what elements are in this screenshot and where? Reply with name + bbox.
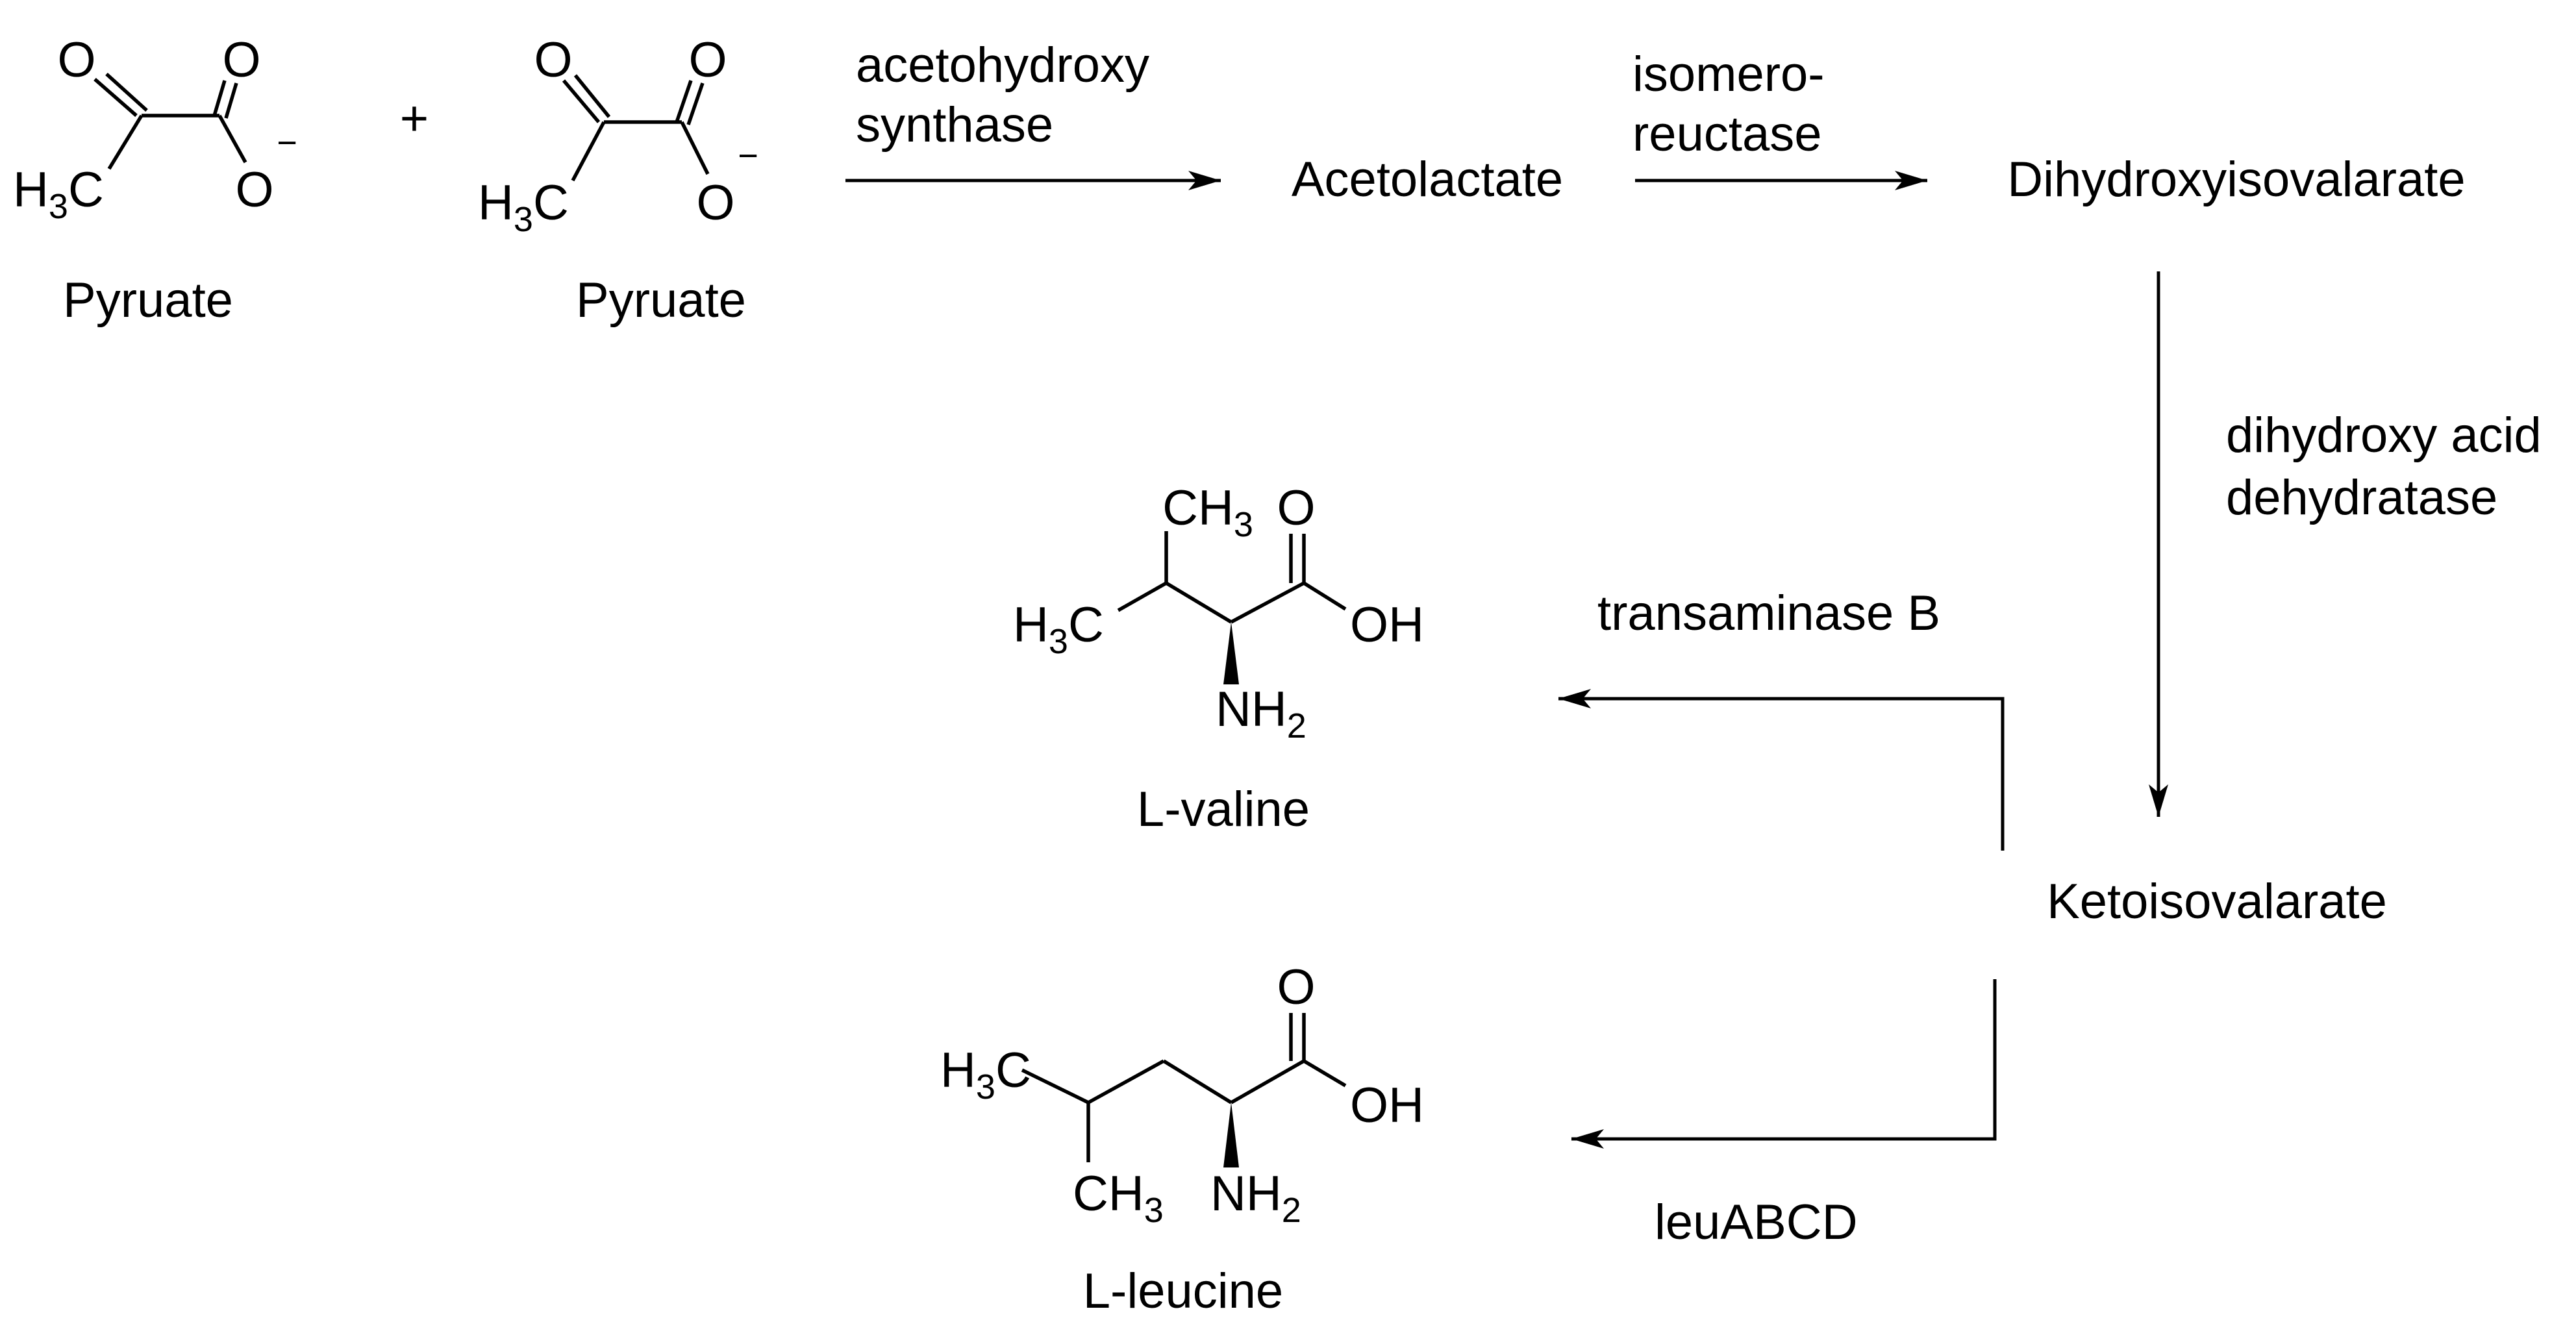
pyruvate-1-name: Pyruate [63,273,233,328]
leucine-hydroxyl: OH [1350,1078,1424,1133]
pyruvate-2-ketone-oxygen: O [534,32,572,88]
pyruvate-2-charge: − [738,136,758,175]
arrow-transaminase-b [1558,689,2005,851]
pyruvate-1-carbonyl-oxygen: O [222,32,260,88]
valine-ch3: CH3 [1162,480,1253,544]
enzyme-isomeroreuctase-line2: reuctase [1632,106,1822,162]
valine-carbonyl-oxygen: O [1277,480,1315,536]
enzyme-dihydroxy-acid-dehydratase-line1: dihydroxy acid [2226,408,2542,463]
pyruvate-1-methyl: H3C [13,162,104,226]
enzyme-acetohydroxy-synthase-line1: acetohydroxy [856,38,1149,93]
l-valine-structure: CH3 H3C O OH NH2 [1013,480,1424,745]
pyruvate-1-ketone-oxygen: O [57,32,95,88]
leucine-ch3: CH3 [1073,1166,1164,1230]
pyruvate-1-charge: − [277,123,297,162]
pyruvate-2-methyl: H3C [478,175,569,239]
leucine-amine: NH2 [1210,1166,1301,1230]
plus-sign: + [400,91,429,146]
pyruvate-structure-1: O O O − H3C [13,32,297,226]
pyruvate-2-carbonyl-oxygen: O [688,32,727,88]
arrow-leuabcd [1571,979,1997,1149]
leucine-carbonyl-oxygen: O [1277,960,1315,1015]
pyruvate-2-name: Pyruate [576,273,746,328]
pyruvate-1-anion-oxygen: O [235,162,273,218]
product-acetolactate: Acetolactate [1292,152,1563,207]
product-ketoisovalarate: Ketoisovalarate [2047,874,2387,929]
valine-h3c: H3C [1013,597,1104,661]
leucine-h3c: H3C [940,1043,1031,1106]
valine-hydroxyl: OH [1350,597,1424,653]
product-dihydroxyisovalarate: Dihydroxyisovalarate [2007,152,2465,207]
enzyme-isomeroreuctase-line1: isomero- [1632,47,1825,102]
pyruvate-2-anion-oxygen: O [696,175,734,231]
pyruvate-structure-2: O O O − H3C [478,32,758,239]
enzyme-acetohydroxy-synthase-line2: synthase [856,97,1053,153]
l-leucine-structure: H3C CH3 O OH NH2 [940,960,1424,1230]
product-l-valine: L-valine [1137,782,1310,837]
product-l-leucine: L-leucine [1083,1264,1283,1319]
enzyme-dihydroxy-acid-dehydratase-line2: dehydratase [2226,470,2497,525]
valine-amine: NH2 [1216,682,1307,745]
enzyme-transaminase-b: transaminase B [1597,586,1940,641]
enzyme-leuabcd: leuABCD [1655,1195,1858,1250]
